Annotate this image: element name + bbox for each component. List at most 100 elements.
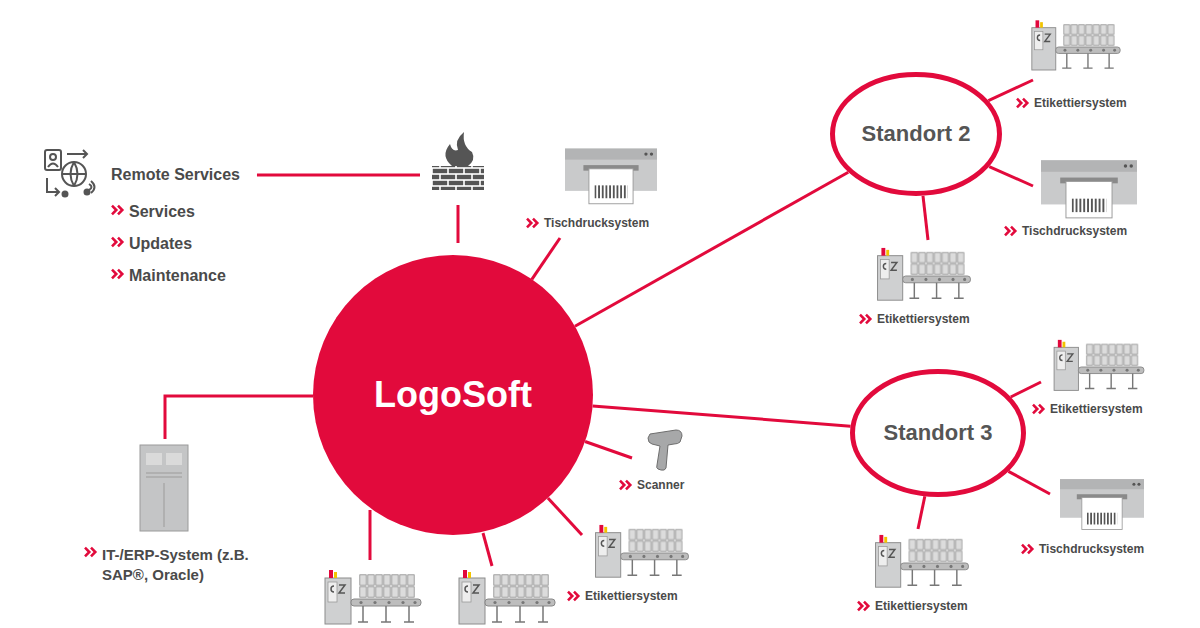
device-label-row: Tischdrucksystem (525, 216, 649, 230)
chevron-mark (1003, 225, 1019, 237)
connector-line (548, 498, 582, 535)
list-row: Services (110, 203, 195, 221)
list-row: Updates (110, 235, 192, 253)
node-label: Maintenance (129, 267, 226, 285)
node-label: Services (129, 203, 195, 221)
device-node: Tischdrucksystem (1003, 160, 1153, 242)
remote-icon (45, 150, 95, 197)
chevron-mark (1031, 403, 1047, 415)
link-line (369, 510, 372, 560)
node-label: IT-/ERP-System (z.B. SAP®, Oracle) (102, 545, 260, 584)
node-label: Etikettiersystem (1034, 96, 1127, 110)
chevron-mark (860, 315, 870, 324)
chevron-mark (1017, 99, 1027, 108)
connector-line (989, 167, 1033, 186)
link-line (483, 533, 492, 566)
node-label: Standort 3 (884, 420, 993, 446)
chevron-mark (1005, 227, 1015, 236)
chevron-mark (858, 602, 868, 611)
connector-line (257, 175, 458, 243)
site-ellipse: Standort 3 (850, 369, 1026, 497)
chevron-mark (568, 592, 578, 601)
device-label-row: Etikettiersystem (1031, 402, 1143, 416)
node-label: Etikettiersystem (585, 589, 678, 603)
connector-line (593, 406, 851, 426)
chevron-mark (83, 546, 99, 558)
node-label: LogoSoft (374, 374, 532, 416)
ellipse-shape (853, 372, 1024, 495)
labeling-machine (459, 570, 555, 624)
chevron-mark (858, 313, 874, 325)
ellipse-shape (313, 255, 593, 535)
node-label: Updates (129, 235, 192, 253)
chevron-mark (112, 238, 122, 247)
labeler-icon (878, 248, 971, 300)
server-icon (138, 443, 190, 533)
chevron-mark (112, 206, 122, 215)
device-label-row: Etikettiersystem (566, 589, 678, 603)
connector-line (532, 238, 560, 279)
chevron-mark (85, 548, 95, 557)
labeler-icon (1030, 8, 1122, 86)
node-label: Etikettiersystem (875, 599, 968, 613)
node-label: Etikettiersystem (1050, 402, 1143, 416)
device-node: Etikettiersystem (1031, 338, 1166, 420)
scanner-icon (646, 428, 686, 472)
labeler-icon (1054, 340, 1144, 391)
node-label: Tischdrucksystem (1039, 542, 1144, 556)
chevron-mark (856, 600, 872, 612)
chevron-mark (566, 590, 582, 602)
chevron-mark (110, 204, 126, 216)
connector-line (1008, 471, 1050, 494)
labeler-icon (1049, 338, 1149, 396)
site-ellipse: LogoSoft (313, 255, 593, 535)
ellipse-shape (833, 75, 1000, 194)
ellipse-text-box: LogoSoft (313, 255, 593, 535)
device-node: Etikettiersystem (1015, 8, 1155, 114)
device-node: Tischdrucksystem (525, 146, 665, 232)
chevron-mark (110, 236, 126, 248)
connector-line (918, 496, 925, 529)
list-row: Maintenance (110, 267, 226, 285)
chevron-mark (527, 219, 537, 228)
scanner-icon (648, 430, 682, 470)
device-label-row: Tischdrucksystem (1020, 542, 1144, 556)
printer-icon (565, 149, 657, 204)
printer-icon (1060, 479, 1144, 529)
firewall-flame (445, 132, 473, 166)
printer-icon (1041, 160, 1137, 218)
labeler-icon (876, 535, 969, 587)
node-label: Scanner (637, 478, 684, 492)
chevron-mark (1020, 543, 1036, 555)
chevron-mark (525, 217, 541, 229)
chevron-mark (1033, 405, 1043, 414)
chevron-mark (1015, 97, 1031, 109)
chevron-mark (1022, 545, 1032, 554)
remote-icon (43, 148, 98, 200)
ellipse-text-box: Standort 2 (830, 72, 1002, 196)
ellipse-text-box: Standort 3 (850, 369, 1026, 497)
node-label: Tischdrucksystem (1022, 224, 1127, 238)
device-node: Etikettiersystem (566, 523, 701, 607)
labeler-icon (596, 525, 689, 577)
node-label: Standort 2 (862, 121, 971, 147)
device-label-row: Scanner (618, 478, 684, 492)
remote-services: Remote ServicesServicesUpdatesMaintenanc… (43, 148, 258, 290)
labeler-icon (1032, 20, 1120, 70)
chevron-mark (112, 270, 122, 279)
connector-line (165, 396, 313, 439)
device-node: Scanner (618, 428, 708, 494)
printer-icon (1060, 476, 1144, 536)
device-node: Tischdrucksystem (1020, 476, 1170, 560)
connector-line (585, 441, 632, 458)
device-node: IT-/ERP-System (z.B. SAP®, Oracle) (83, 443, 264, 593)
chevron-mark (620, 481, 630, 490)
labeler-icon (870, 533, 974, 593)
firewall-icon (432, 132, 484, 190)
printer-icon (565, 148, 657, 208)
chevron-mark (110, 268, 126, 280)
server-icon (140, 445, 188, 531)
labeling-machine (325, 570, 421, 624)
connector-line (1011, 382, 1041, 397)
node-label: Tischdrucksystem (544, 216, 649, 230)
